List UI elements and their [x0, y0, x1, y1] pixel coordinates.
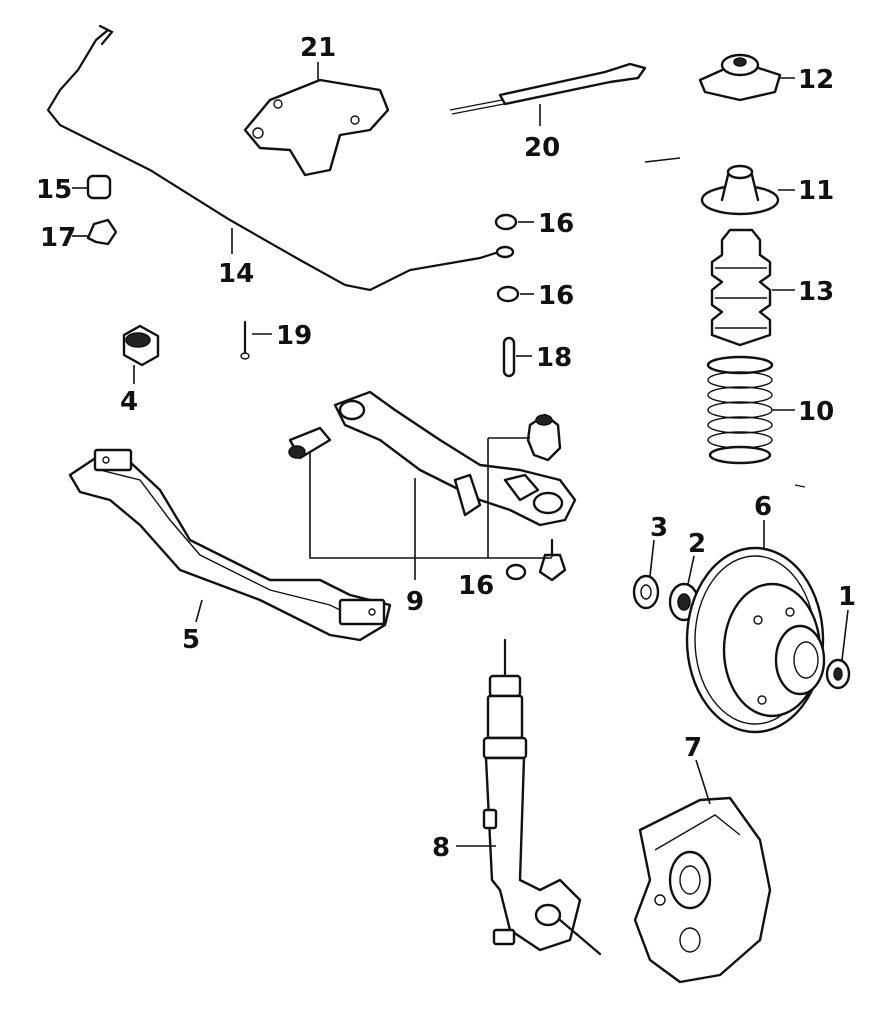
callout-17: 17: [40, 223, 76, 253]
callout-1: 1: [838, 582, 856, 612]
coil-spring: [706, 355, 795, 465]
bushing-clamp: [72, 218, 118, 246]
callout-19: 19: [276, 321, 312, 351]
ball-joint: [538, 538, 567, 582]
callout-18: 18: [536, 343, 572, 373]
bolt: [240, 320, 272, 360]
callout-4: 4: [120, 387, 138, 417]
arm-bushing: [288, 426, 332, 460]
callout-10: 10: [798, 397, 834, 427]
callout-14: 14: [218, 259, 254, 289]
callout-21: 21: [300, 33, 336, 63]
upper-strut-mount: [698, 53, 795, 102]
mount-bracket: [243, 62, 390, 177]
thrust-washer: [632, 539, 660, 610]
splash-shield: [633, 759, 772, 984]
bearing-nut: [825, 609, 851, 690]
callout-16a: 16: [538, 209, 574, 239]
callout-16c: 16: [458, 571, 494, 601]
leader-bracket: [309, 452, 552, 559]
stabilizer-bar: [46, 24, 515, 292]
callout-15: 15: [36, 175, 72, 205]
brake-rotor: [685, 520, 826, 734]
callout-2: 2: [688, 529, 706, 559]
crossmember: [68, 448, 392, 642]
callout-13: 13: [798, 277, 834, 307]
callout-9: 9: [406, 587, 424, 617]
dash-mark: [644, 157, 681, 163]
nut: [496, 285, 534, 303]
dust-boot: [710, 228, 795, 347]
callout-20: 20: [524, 133, 560, 163]
callout-5: 5: [182, 625, 200, 655]
bump-stop: [526, 413, 562, 462]
callout-11: 11: [798, 176, 834, 206]
callout-6: 6: [754, 492, 772, 522]
callout-12: 12: [798, 65, 834, 95]
callout-3: 3: [650, 513, 668, 543]
dash-mark: [794, 484, 806, 488]
tie-rod: [449, 62, 647, 126]
callout-8: 8: [432, 833, 450, 863]
callout-16b: 16: [538, 281, 574, 311]
link-pin: [502, 336, 532, 378]
strut-assembly: [456, 638, 602, 956]
callout-7: 7: [684, 733, 702, 763]
nut: [505, 563, 527, 581]
nut: [494, 213, 534, 231]
subframe-bushing: [122, 324, 160, 384]
spring-seat: [700, 164, 795, 216]
lower-control-arm: [333, 390, 577, 580]
bar-bushing: [72, 174, 112, 200]
